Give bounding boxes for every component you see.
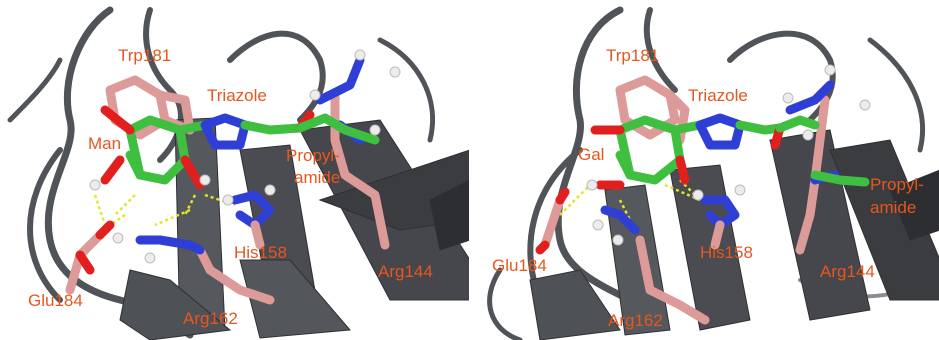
ligand-sticks	[590, 113, 870, 190]
label-his158: His158	[234, 243, 287, 262]
structure-render	[487, 6, 939, 340]
label-glu184: Glu184	[28, 291, 83, 310]
label-arg144: Arg144	[378, 262, 433, 281]
label-glu184: Glu184	[492, 256, 547, 275]
label-his158: His158	[700, 243, 753, 262]
panel-left-man: Trp181 Triazole Man Propyl- amide His158…	[0, 0, 469, 340]
label-propylamide-line1: Propyl-	[286, 146, 340, 165]
label-trp181: Trp181	[606, 46, 660, 65]
label-arg144: Arg144	[820, 262, 875, 281]
label-propylamide-line2: amide	[870, 198, 917, 217]
label-propylamide-line1: Propyl-	[870, 175, 924, 194]
structure-render	[7, 6, 469, 340]
panel-right-gal: Trp181 Triazole Gal Propyl- amide His158…	[470, 0, 939, 340]
label-triazole: Triazole	[207, 86, 267, 105]
label-arg162: Arg162	[608, 311, 663, 330]
residue-sticks	[535, 75, 840, 325]
hydrogen-atoms	[586, 64, 871, 246]
label-trp181: Trp181	[118, 46, 172, 65]
label-sugar-man: Man	[88, 134, 122, 153]
label-triazole: Triazole	[688, 86, 748, 105]
label-sugar-gal: Gal	[578, 145, 605, 164]
hydrogen-atoms	[89, 49, 401, 264]
label-arg162: Arg162	[183, 309, 238, 328]
ligand-sticks	[100, 105, 380, 190]
label-propylamide-line2: amide	[294, 168, 341, 187]
